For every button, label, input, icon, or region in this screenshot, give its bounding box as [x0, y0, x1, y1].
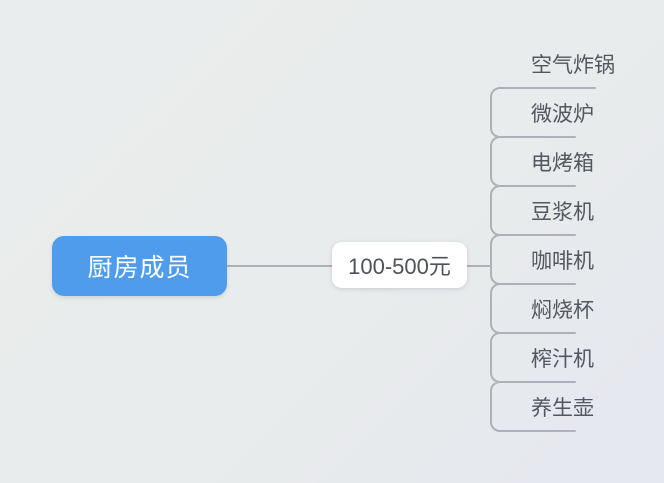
leaf-topic-microwave[interactable]: 微波炉 — [531, 103, 594, 126]
branch-topic-node[interactable]: 100-500元 — [332, 242, 467, 288]
leaf-topic-air-fryer[interactable]: 空气炸锅 — [531, 54, 615, 77]
leaf-topic-electric-oven[interactable]: 电烤箱 — [531, 152, 594, 175]
leaf-topic-soymilk-maker[interactable]: 豆浆机 — [531, 201, 594, 224]
leaf-topic-thermal-cup[interactable]: 焖烧杯 — [531, 299, 594, 322]
leaf-topic-health-kettle[interactable]: 养生壶 — [531, 397, 594, 420]
leaf-topic-juicer[interactable]: 榨汁机 — [531, 348, 594, 371]
leaf-topic-coffee-machine[interactable]: 咖啡机 — [531, 250, 594, 273]
root-topic-node[interactable]: 厨房成员 — [52, 236, 227, 296]
